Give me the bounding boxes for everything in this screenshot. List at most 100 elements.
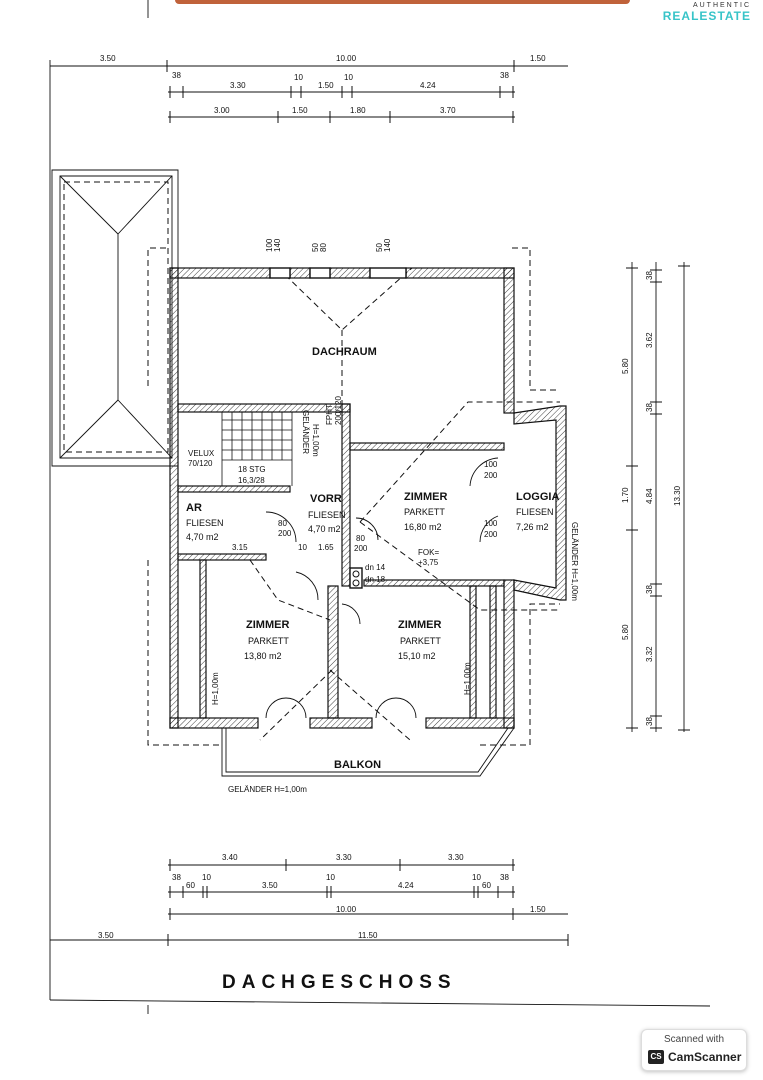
dim-bottom-r2-2: 10 xyxy=(202,873,211,882)
camscanner-brand: CamScanner xyxy=(668,1050,742,1064)
note-vorr-ten: 10 xyxy=(298,543,307,552)
plan-title: DACHGESCHOSS xyxy=(222,972,457,993)
note-stg-a: 18 STG xyxy=(238,465,266,474)
dim-right-c2-3: 4.84 xyxy=(645,488,654,504)
door-dim-80: 80 xyxy=(278,519,287,528)
door-swings xyxy=(265,457,499,719)
camscanner-label: Scanned with xyxy=(663,1034,725,1045)
dim-roof-4: 50 xyxy=(375,243,384,252)
note-velux-a: VELUX xyxy=(188,449,215,458)
room-zimmer3-floor: PARKETT xyxy=(400,636,441,646)
dim-right-c2-0: 38 xyxy=(645,271,654,280)
dim-roof-2: 50 xyxy=(311,243,320,252)
dim-top-r3-3: 3.70 xyxy=(440,106,456,115)
note-vorr-width: 1.65 xyxy=(318,543,334,552)
dim-right-c1-1: 1.70 xyxy=(621,487,630,503)
dim-top-r2-2: 10 xyxy=(294,73,303,82)
dim-roof-1: 140 xyxy=(273,238,282,252)
dim-top-r2-3: 1.50 xyxy=(318,81,334,90)
room-zimmer1-floor: PARKETT xyxy=(404,507,445,517)
dim-roof-5: 140 xyxy=(383,238,392,252)
camscanner-logo-icon: CS xyxy=(648,1050,664,1064)
door-dim-100-b: 100 xyxy=(484,519,498,528)
top-dimension-chains: 3.50 10.00 1.50 38 3.30 10 1.50 10 4.24 … xyxy=(50,54,568,123)
camscanner-badge: Scanned with CS CamScanner xyxy=(641,1029,747,1071)
door-dim-100-bh: 200 xyxy=(484,530,498,539)
dim-roof-3: 80 xyxy=(319,243,328,252)
dim-top-r3-0: 3.00 xyxy=(214,106,230,115)
building-walls xyxy=(169,267,567,777)
note-gelander-stair: GELÄNDER xyxy=(301,410,310,454)
dim-bottom-r2-3: 3.50 xyxy=(262,881,278,890)
room-zimmer3-name: ZIMMER xyxy=(398,619,441,631)
room-zimmer1-name: ZIMMER xyxy=(404,491,447,503)
room-dachraum: DACHRAUM xyxy=(312,346,377,358)
dim-bottom-r1-2: 3.30 xyxy=(448,853,464,862)
note-fok-a: FOK= xyxy=(418,548,439,557)
note-fpht-a: FPHT xyxy=(325,404,334,425)
room-zimmer3-area: 15,10 m2 xyxy=(398,651,436,661)
room-balkon: BALKON xyxy=(334,759,381,771)
dim-top-r2-0: 38 xyxy=(172,71,181,80)
dim-roof-0: 100 xyxy=(265,238,274,252)
door-dim-200-b: 200 xyxy=(354,544,368,553)
realestate-logo: AUTHENTIC REALESTATE xyxy=(663,2,751,23)
logo-line-2: REALESTATE xyxy=(662,9,751,23)
dim-bottom-r4-0: 3.50 xyxy=(98,931,114,940)
dim-right-c2-2: 38 xyxy=(645,403,654,412)
room-ar-area: 4,70 m2 xyxy=(186,532,219,542)
room-loggia-area: 7,26 m2 xyxy=(516,522,549,532)
dim-bottom-r2-1: 60 xyxy=(186,881,195,890)
note-ar-width: 3.15 xyxy=(232,543,248,552)
bottom-dimension-chains: 3.40 3.30 3.30 38 60 10 3.50 10 4.24 10 … xyxy=(50,853,569,946)
door-dim-100: 100 xyxy=(484,460,498,469)
logo-line-1: AUTHENTIC xyxy=(692,2,751,9)
dim-top-r3-1: 1.50 xyxy=(292,106,308,115)
room-labels: DACHRAUM VORR FLIESEN 4,70 m2 AR FLIESEN… xyxy=(186,346,559,771)
door-dim-100-h: 200 xyxy=(484,471,498,480)
right-dimension-chains: 5.80 1.70 5.80 38 3.62 38 4.84 38 3.32 3… xyxy=(621,262,690,732)
note-gelander-stair-h: H=1,00m xyxy=(311,424,320,457)
dim-right-c2-1: 3.62 xyxy=(645,332,654,348)
scan-top-edge-strip xyxy=(175,0,630,4)
room-ar-name: AR xyxy=(186,502,202,514)
note-fpht-b: 200/120 xyxy=(334,396,343,425)
roof-outline-dashed xyxy=(147,247,560,746)
plan-notes: GELÄNDER H=1,00m VELUX 70/120 18 STG 16,… xyxy=(188,396,579,794)
dim-top-r1-1: 10.00 xyxy=(336,54,357,63)
dim-right-c2-6: 38 xyxy=(645,717,654,726)
dim-bottom-r2-8: 38 xyxy=(500,873,509,882)
dim-right-c2-4: 38 xyxy=(645,585,654,594)
room-ar-floor: FLIESEN xyxy=(186,518,224,528)
room-zimmer2-floor: PARKETT xyxy=(248,636,289,646)
dim-top-r2-6: 38 xyxy=(500,71,509,80)
dim-bottom-r3-1: 1.50 xyxy=(530,905,546,914)
note-velux-b: 70/120 xyxy=(188,459,213,468)
dim-top-r3-2: 1.80 xyxy=(350,106,366,115)
dim-bottom-r1-0: 3.40 xyxy=(222,853,238,862)
note-gelander-balkon: GELÄNDER H=1,00m xyxy=(228,785,307,794)
note-gelander-loggia: GELÄNDER H=1,00m xyxy=(570,522,579,601)
dim-right-c2-5: 3.32 xyxy=(645,646,654,662)
dim-bottom-r2-4: 10 xyxy=(326,873,335,882)
dim-top-r1-0: 3.50 xyxy=(100,54,116,63)
note-h100-left: H=1,00m xyxy=(211,672,220,705)
dim-right-c1-0: 5.80 xyxy=(621,358,630,374)
door-dim-80-b: 80 xyxy=(356,534,365,543)
room-vorr-name: VORR xyxy=(310,493,342,505)
room-vorr-area: 4,70 m2 xyxy=(308,524,341,534)
dim-bottom-r2-7: 60 xyxy=(482,881,491,890)
note-stg-b: 16,3/28 xyxy=(238,476,265,485)
dim-right-c1-2: 5.80 xyxy=(621,624,630,640)
dim-bottom-r2-0: 38 xyxy=(172,873,181,882)
note-fok-b: +3,75 xyxy=(418,558,439,567)
note-h100-right: H=1,00m xyxy=(463,662,472,695)
note-dn14: dn 14 xyxy=(365,563,386,572)
room-zimmer2-name: ZIMMER xyxy=(246,619,289,631)
dim-bottom-r3-0: 10.00 xyxy=(336,905,357,914)
room-vorr-floor: FLIESEN xyxy=(308,510,346,520)
dim-top-r2-5: 4.24 xyxy=(420,81,436,90)
room-zimmer2-area: 13,80 m2 xyxy=(244,651,282,661)
dim-bottom-r2-5: 4.24 xyxy=(398,881,414,890)
